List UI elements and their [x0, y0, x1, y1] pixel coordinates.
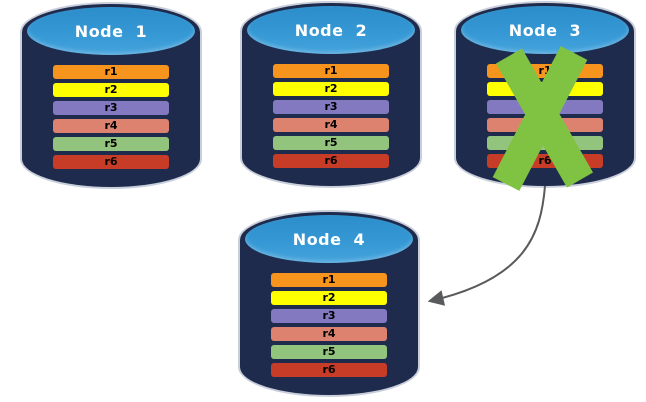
node-4: Node 4 r1 r2 r3 r4 r5 r6	[240, 212, 418, 395]
node-4-title: Node 4	[292, 229, 366, 249]
row-label: r4	[322, 327, 336, 340]
node-2-row-r4: r4	[273, 118, 389, 132]
node-2-row-r2: r2	[273, 82, 389, 96]
row-label: r4	[538, 118, 552, 131]
row-label: r2	[324, 82, 338, 95]
row-label: r1	[324, 64, 338, 77]
node-4-row-r5: r5	[271, 345, 387, 359]
node-2-title: Node 2	[294, 20, 368, 40]
node-4-row-r1: r1	[271, 273, 387, 287]
row-label: r2	[538, 82, 552, 95]
node-3-row-r3: r3	[487, 100, 603, 114]
node-2-row-r3: r3	[273, 100, 389, 114]
node-4-row-r4: r4	[271, 327, 387, 341]
row-label: r3	[104, 101, 118, 114]
node-1-row-r3: r3	[53, 101, 169, 115]
node-3-title: Node 3	[508, 20, 582, 40]
node-1-row-r1: r1	[53, 65, 169, 79]
node-3-row-r6: r6	[487, 154, 603, 168]
row-label: r1	[538, 64, 552, 77]
node-1-row-r4: r4	[53, 119, 169, 133]
node-3-row-stack: r1 r2 r3 r4 r5 r6	[487, 64, 603, 168]
row-label: r2	[104, 83, 118, 96]
node-2: Node 2 r1 r2 r3 r4 r5 r6	[242, 3, 420, 186]
node-1-row-r6: r6	[53, 155, 169, 169]
node-3-row-r4: r4	[487, 118, 603, 132]
row-label: r5	[324, 136, 338, 149]
node-4-row-r2: r2	[271, 291, 387, 305]
replication-arrow	[427, 185, 546, 306]
row-label: r3	[324, 100, 338, 113]
node-2-row-stack: r1 r2 r3 r4 r5 r6	[273, 64, 389, 168]
row-label: r6	[104, 155, 118, 168]
node-1-row-stack: r1 r2 r3 r4 r5 r6	[53, 65, 169, 169]
row-label: r3	[538, 100, 552, 113]
row-label: r5	[104, 137, 118, 150]
node-4-row-stack: r1 r2 r3 r4 r5 r6	[271, 273, 387, 377]
row-label: r1	[322, 273, 336, 286]
node-2-row-r1: r1	[273, 64, 389, 78]
row-label: r5	[322, 345, 336, 358]
node-2-cylinder-top-ellipse: Node 2	[247, 6, 415, 54]
row-label: r6	[324, 154, 338, 167]
row-label: r1	[104, 65, 118, 78]
node-3-row-r2: r2	[487, 82, 603, 96]
node-2-row-r5: r5	[273, 136, 389, 150]
row-label: r2	[322, 291, 336, 304]
node-1-title: Node 1	[74, 21, 148, 41]
row-label: r6	[538, 154, 552, 167]
node-1-row-r2: r2	[53, 83, 169, 97]
node-3-row-r1: r1	[487, 64, 603, 78]
node-4-row-r3: r3	[271, 309, 387, 323]
row-label: r4	[104, 119, 118, 132]
node-3: Node 3 r1 r2 r3 r4 r5 r6	[456, 3, 634, 186]
node-1-row-r5: r5	[53, 137, 169, 151]
node-2-row-r6: r6	[273, 154, 389, 168]
row-label: r5	[538, 136, 552, 149]
node-1: Node 1 r1 r2 r3 r4 r5 r6	[22, 4, 200, 187]
node-3-cylinder-top-ellipse: Node 3	[461, 6, 629, 54]
row-label: r4	[324, 118, 338, 131]
node-4-row-r6: r6	[271, 363, 387, 377]
row-label: r6	[322, 363, 336, 376]
node-4-cylinder-top-ellipse: Node 4	[245, 215, 413, 263]
row-label: r3	[322, 309, 336, 322]
node-3-row-r5: r5	[487, 136, 603, 150]
node-1-cylinder-top-ellipse: Node 1	[27, 7, 195, 55]
